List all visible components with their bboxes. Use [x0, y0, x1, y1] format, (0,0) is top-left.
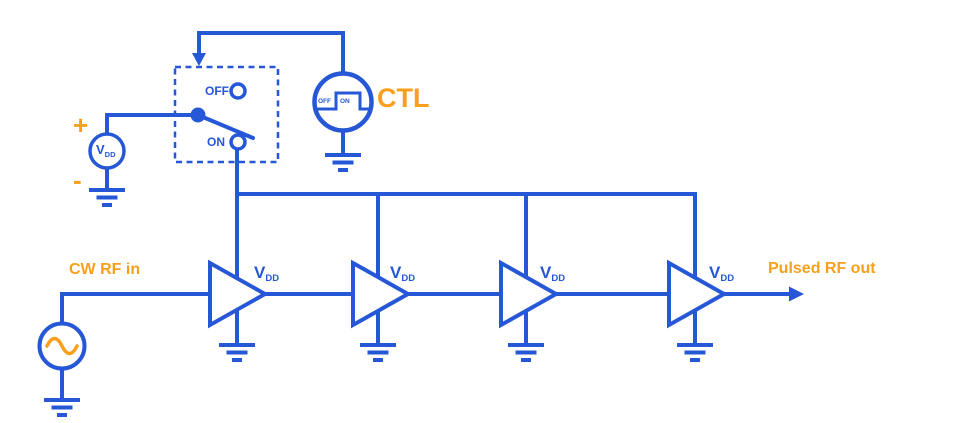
- ctl-title: CTL: [377, 83, 430, 113]
- output-path: [724, 286, 804, 302]
- switch-off-label: OFF: [205, 84, 229, 98]
- amplifier-1: [208, 259, 270, 329]
- switch-lever: [196, 113, 255, 140]
- supply-minus-label: -: [73, 165, 82, 195]
- output-label: Pulsed RF out: [768, 260, 876, 277]
- vdd-source: [88, 113, 198, 207]
- ctl-wave-off-label: OFF: [318, 98, 331, 105]
- ground-symbol: [325, 131, 361, 172]
- ctl-wave-on-label: ON: [340, 98, 350, 105]
- supply-rail: [235, 149, 697, 345]
- ground-symbol: [677, 343, 713, 362]
- cw-input-source: [37, 292, 210, 417]
- switch-pole-node: [190, 107, 206, 123]
- ctl-circle: [312, 71, 374, 133]
- amplifier-grounds: [219, 343, 713, 362]
- input-label: CW RF in: [69, 261, 141, 278]
- switch-off-contact: [229, 82, 247, 100]
- ground-symbol: [360, 343, 396, 362]
- supply-plus-label: +: [73, 110, 89, 140]
- sine-wave-icon: [45, 336, 79, 356]
- pulse-waveform-icon: [317, 91, 369, 111]
- ground-symbol: [508, 343, 544, 362]
- ground-symbol: [219, 343, 255, 362]
- switch-on-label: ON: [207, 135, 225, 149]
- ground-symbol: [44, 369, 80, 417]
- amplifier-chain: [208, 259, 729, 329]
- switch-on-contact: [229, 133, 247, 151]
- ground-symbol: [89, 168, 125, 207]
- down-arrow-icon: [192, 53, 206, 66]
- amplifier-2: [351, 259, 413, 329]
- control-path: [192, 31, 345, 73]
- ctl-pulse-source: [312, 71, 374, 172]
- amplifier-3: [499, 259, 561, 329]
- right-arrow-icon: [789, 286, 804, 302]
- rf-switch: [173, 65, 280, 164]
- amplifier-4: [667, 259, 729, 329]
- switch-dashed-box: [173, 65, 280, 164]
